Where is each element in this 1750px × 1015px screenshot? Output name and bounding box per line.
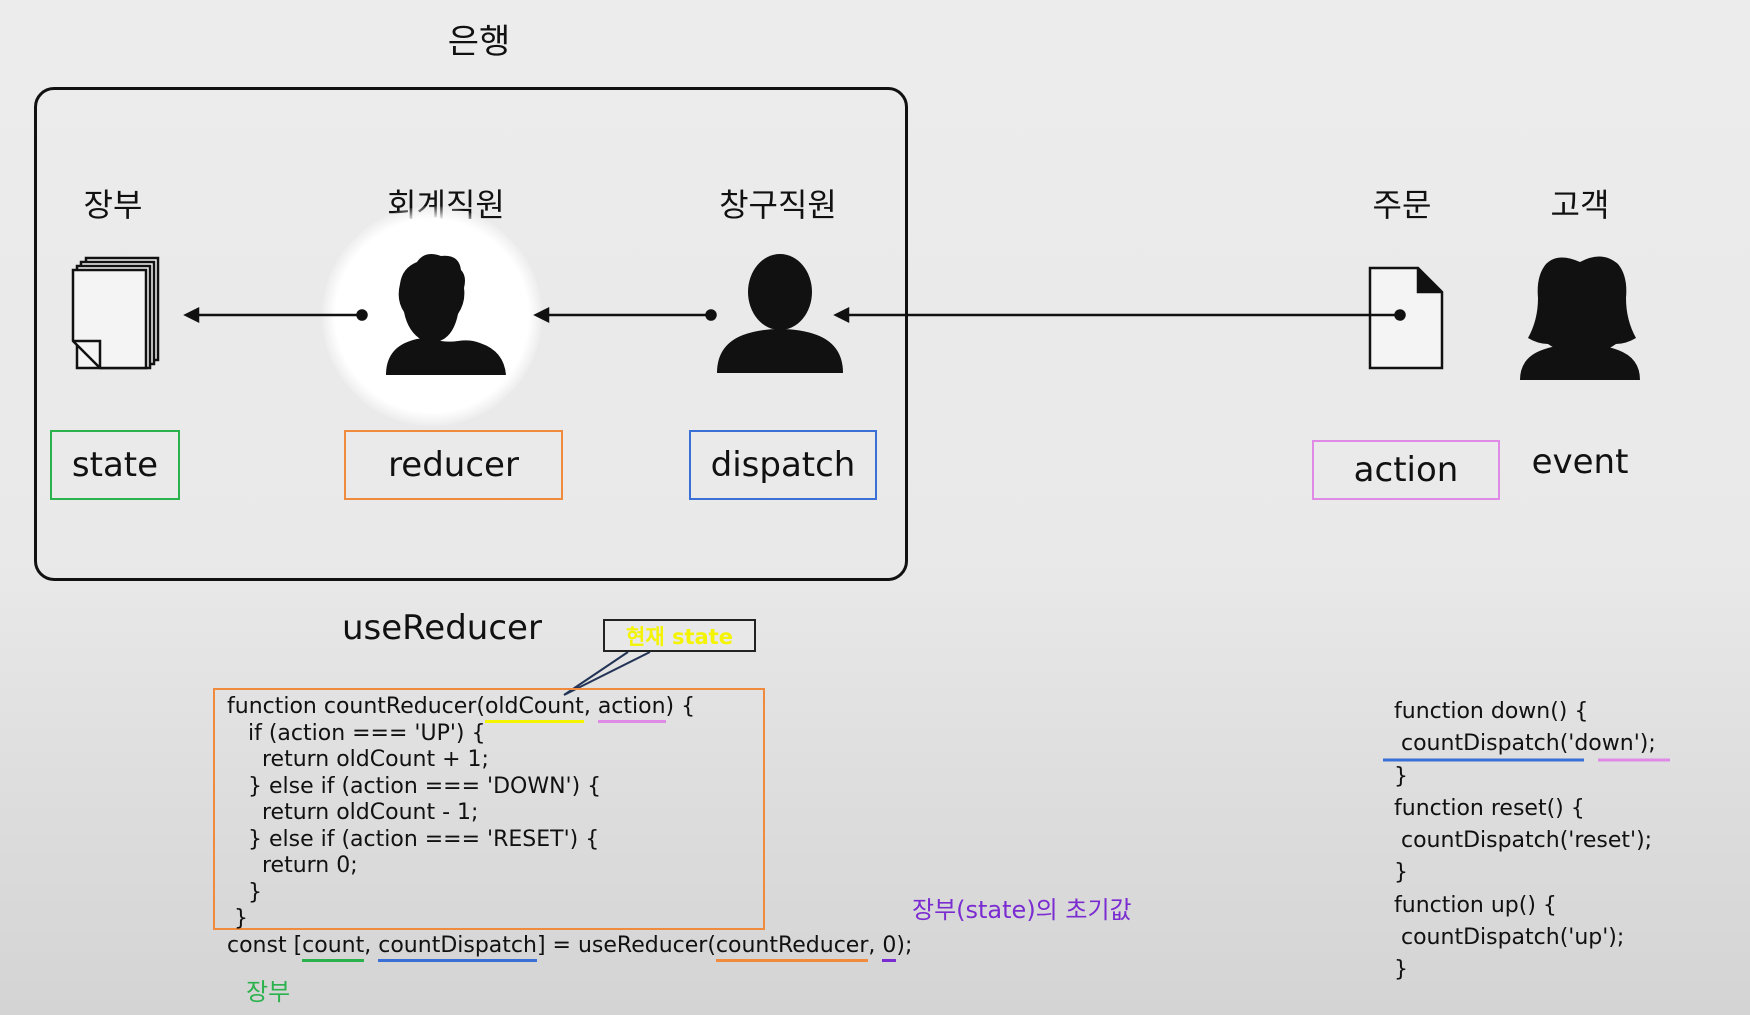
- reducer-code: function countReducer(oldCount, action) …: [227, 694, 695, 933]
- accountant-person-icon: [386, 254, 506, 375]
- ledger-note: 장부: [246, 978, 291, 1006]
- state-box: state: [50, 430, 180, 500]
- ledger-label: 장부: [83, 186, 143, 224]
- initial-value-note: 장부(state)의 초기값: [912, 896, 1132, 924]
- teller-label: 창구직원: [719, 186, 837, 224]
- event-term: event: [1531, 442, 1629, 482]
- action-param: action: [597, 694, 666, 723]
- use-reducer-label: useReducer: [342, 608, 542, 648]
- use-reducer-call: const [count, countDispatch] = useReduce…: [227, 933, 912, 962]
- dispatch-box: dispatch: [689, 430, 877, 500]
- code-line: return oldCount - 1;: [227, 800, 479, 825]
- count-variable: count: [302, 933, 365, 962]
- dispatch-variable: countDispatch: [378, 933, 537, 962]
- code-line: }: [1394, 957, 1408, 983]
- code-line: function down() {: [1394, 699, 1589, 724]
- customer-person-icon: [1520, 256, 1640, 380]
- code-line: }: [227, 906, 248, 931]
- reducer-box: reducer: [344, 430, 563, 500]
- arrow-order-to-teller: [833, 306, 1406, 324]
- current-state-callout: 현재 state: [603, 619, 756, 652]
- code-line: function countReducer(oldCount, action) …: [227, 694, 695, 723]
- callout-pointer: [563, 651, 651, 696]
- code-line: }: [1394, 763, 1408, 789]
- code-line: return 0;: [227, 853, 358, 878]
- code-line: countDispatch('reset');: [1401, 828, 1653, 854]
- code-line: } else if (action === 'RESET') {: [227, 826, 600, 852]
- code-line: }: [1394, 860, 1408, 886]
- code-line: function reset() {: [1394, 795, 1585, 821]
- code-line: }: [227, 879, 262, 905]
- arrow-accountant-to-ledger: [183, 306, 368, 324]
- bank-title: 은행: [447, 22, 511, 62]
- handler-code: function down() { countDispatch('down');…: [1394, 696, 1656, 987]
- action-box: action: [1312, 440, 1500, 500]
- reducer-code-box: [213, 688, 765, 930]
- teller-person-icon: [717, 254, 843, 373]
- initial-value-argument: 0: [882, 933, 897, 962]
- order-label: 주문: [1372, 186, 1432, 224]
- reducer-argument: countReducer: [715, 933, 869, 962]
- arrow-teller-to-accountant: [533, 306, 717, 324]
- order-document-icon: [1368, 266, 1444, 370]
- code-line: if (action === 'UP') {: [227, 720, 486, 746]
- code-line: countDispatch('down');: [1401, 731, 1656, 757]
- code-line: return oldCount + 1;: [227, 747, 489, 772]
- old-count-param: oldCount: [484, 694, 584, 723]
- bank-container: [34, 87, 908, 581]
- code-line: countDispatch('up');: [1401, 925, 1625, 951]
- customer-label: 고객: [1550, 186, 1610, 224]
- ledger-icon: [71, 256, 160, 370]
- code-line: function up() {: [1394, 892, 1557, 918]
- code-line: } else if (action === 'DOWN') {: [227, 773, 602, 799]
